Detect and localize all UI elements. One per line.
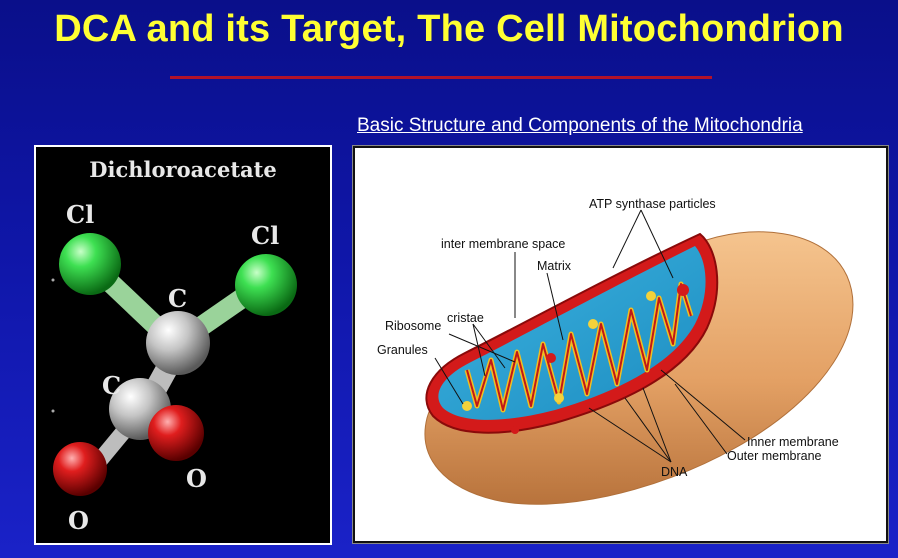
dot-mark <box>51 409 55 413</box>
dot-mark <box>51 278 55 282</box>
mitochondria-diagram-panel: ATP synthase particles inter membrane sp… <box>352 145 889 544</box>
label-cl-right: Cl <box>251 221 279 250</box>
leader-lines <box>434 209 746 463</box>
granule-dot <box>677 284 689 296</box>
label-matrix: Matrix <box>537 259 572 273</box>
granule-dot <box>511 426 519 434</box>
mitochondrion-illustration: ATP synthase particles inter membrane sp… <box>377 197 854 505</box>
slide-title: DCA and its Target, The Cell Mitochondri… <box>54 8 844 50</box>
chlorine-atom-right <box>235 254 297 316</box>
granule-dot <box>554 393 564 403</box>
carbon-atom-upper <box>146 311 210 375</box>
granule-dot <box>462 401 472 411</box>
label-inner-membrane: Inner membrane <box>747 435 839 449</box>
label-atp-synthase: ATP synthase particles <box>589 197 716 211</box>
oxygen-atom-right <box>148 405 204 461</box>
label-c-upper: C <box>168 284 187 313</box>
oxygen-atom-left <box>53 442 107 496</box>
cut-open-interior <box>425 232 719 434</box>
molecule-illustration: Dichloroacetate Cl Cl C C O O <box>51 157 297 535</box>
label-c-lower: C <box>102 371 121 400</box>
diagram-subtitle: Basic Structure and Components of the Mi… <box>357 115 803 136</box>
label-dna: DNA <box>661 465 688 479</box>
molecule-heading: Dichloroacetate <box>89 157 276 182</box>
label-outer-membrane: Outer membrane <box>727 449 822 463</box>
label-o-left: O <box>68 506 89 535</box>
chlorine-atom-left <box>59 233 121 295</box>
granule-dot <box>588 319 598 329</box>
label-granules: Granules <box>377 343 428 357</box>
label-cl-left: Cl <box>66 200 94 229</box>
title-underline-rule <box>170 76 712 79</box>
granule-dot <box>646 291 656 301</box>
label-ribosome: Ribosome <box>385 319 441 333</box>
label-intermembrane-space: inter membrane space <box>441 237 565 251</box>
label-o-right: O <box>186 464 207 493</box>
label-cristae: cristae <box>447 311 484 325</box>
dichloroacetate-molecule-panel: Dichloroacetate Cl Cl C C O O <box>34 145 332 545</box>
granule-dot <box>546 353 556 363</box>
